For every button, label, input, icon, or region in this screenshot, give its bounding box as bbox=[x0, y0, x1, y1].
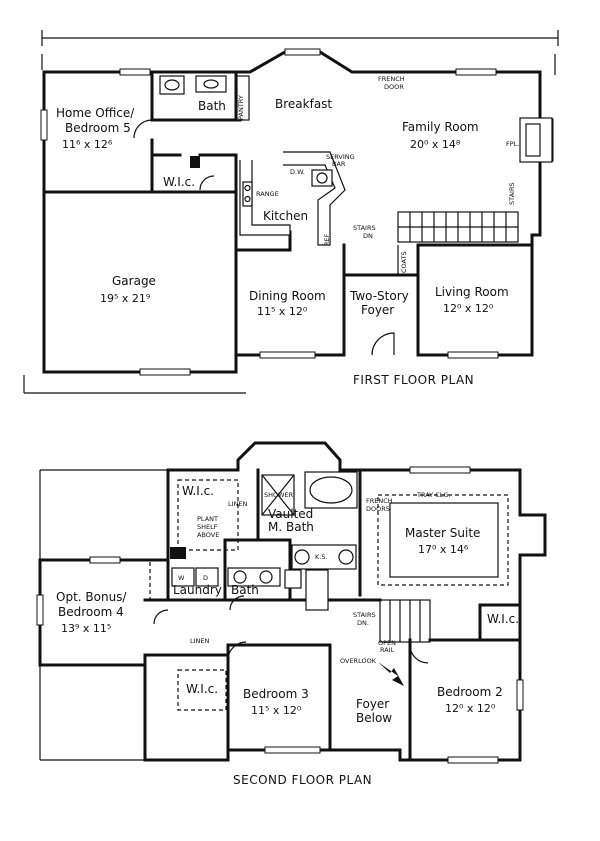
label-foyer-1: Two-Story bbox=[349, 289, 409, 303]
label-range: RANGE bbox=[256, 190, 279, 198]
overlook-arrow bbox=[378, 662, 404, 686]
label-ref: REF bbox=[323, 233, 331, 246]
label-vaulted-1: Vaulted bbox=[268, 507, 313, 521]
dryer bbox=[195, 567, 219, 587]
label-d: D bbox=[203, 574, 208, 582]
label-stairs-dn-1: STAIRS bbox=[353, 224, 376, 232]
label-linen-top: LINEN bbox=[228, 500, 248, 508]
label-linen-mid: LINEN bbox=[190, 637, 210, 645]
label-garage: Garage bbox=[112, 274, 156, 288]
closet-outline bbox=[177, 479, 239, 551]
tub bbox=[304, 471, 358, 509]
front-door-swing bbox=[371, 332, 395, 356]
label-plant-1: PLANT bbox=[197, 515, 218, 523]
first-floor-labels: Home Office/ Bedroom 5 11⁶ x 12⁶ Bath PA… bbox=[56, 75, 519, 387]
label-bedroom4: Bedroom 4 bbox=[58, 605, 124, 619]
label-coats: COATS bbox=[400, 251, 408, 273]
label-fpl: FPL. bbox=[506, 140, 519, 148]
label-plant-3: ABOVE bbox=[197, 531, 219, 539]
label-open-rail-2: RAIL bbox=[380, 646, 395, 654]
first-floor-title: FIRST FLOOR PLAN bbox=[353, 373, 474, 387]
tray-ceiling bbox=[377, 494, 509, 586]
dims-master-suite: 17⁰ x 14⁶ bbox=[418, 543, 469, 556]
label-living-room: Living Room bbox=[435, 285, 509, 299]
upper-stairs bbox=[379, 599, 431, 643]
hall-tub bbox=[305, 569, 329, 611]
label-family-room: Family Room bbox=[402, 120, 479, 134]
toilet bbox=[159, 75, 185, 95]
label-stairs-dn-up-1: STAIRS bbox=[353, 611, 376, 619]
hvac-block bbox=[190, 156, 200, 168]
label-overlook: OVERLOOK bbox=[340, 657, 377, 665]
label-laundry: Laundry bbox=[173, 583, 222, 597]
label-shower: SHOWER bbox=[264, 491, 294, 499]
label-vaulted-2: M. Bath bbox=[268, 520, 314, 534]
label-plant-2: SHELF bbox=[197, 523, 218, 531]
dims-bedroom4: 13⁹ x 11⁵ bbox=[61, 622, 111, 635]
dims-garage: 19⁵ x 21⁹ bbox=[100, 292, 150, 305]
label-breakfast: Breakfast bbox=[275, 97, 332, 111]
dims-living-room: 12⁰ x 12⁰ bbox=[443, 302, 494, 315]
label-french-door-2: DOOR bbox=[384, 83, 404, 91]
label-bedroom2: Bedroom 2 bbox=[437, 685, 503, 699]
label-wic-right: W.I.c. bbox=[487, 612, 519, 626]
label-stairs-dn-2: DN bbox=[363, 232, 373, 240]
label-stairs: STAIRS bbox=[508, 182, 516, 205]
label-tray-clg: TRAY CLG. bbox=[416, 491, 450, 499]
sink bbox=[195, 75, 227, 93]
label-wic: W.I.c. bbox=[163, 175, 195, 189]
second-floor-plan bbox=[36, 441, 547, 764]
label-serving-2: BAR bbox=[332, 160, 346, 168]
dims-bedroom2: 12⁰ x 12⁰ bbox=[445, 702, 496, 715]
dims-family-room: 20⁰ x 14⁸ bbox=[410, 138, 461, 151]
label-bedroom3: Bedroom 3 bbox=[243, 687, 309, 701]
label-bath: Bath bbox=[198, 99, 226, 113]
label-home-office: Home Office/ bbox=[56, 106, 135, 120]
label-serving-1: SERVING bbox=[326, 153, 355, 161]
label-bath-2: Bath bbox=[231, 583, 259, 597]
label-dw: D.W. bbox=[290, 168, 305, 176]
label-foyer-2: Foyer bbox=[361, 303, 394, 317]
label-pantry: PANTRY bbox=[237, 95, 245, 120]
label-open-rail-1: OPEN bbox=[378, 639, 396, 647]
label-opt-bonus: Opt. Bonus/ bbox=[56, 590, 127, 604]
washer bbox=[171, 567, 195, 587]
second-floor-title: SECOND FLOOR PLAN bbox=[233, 773, 372, 787]
label-foyer-below-2: Below bbox=[356, 711, 392, 725]
label-stairs-dn-up-2: DN. bbox=[357, 619, 369, 627]
stairs bbox=[397, 211, 519, 243]
fireplace bbox=[519, 117, 553, 163]
label-french-doors-2: DOORS bbox=[366, 505, 390, 513]
label-foyer-below-1: Foyer bbox=[356, 697, 389, 711]
label-wic-top: W.I.c. bbox=[182, 484, 214, 498]
label-master-suite: Master Suite bbox=[405, 526, 480, 540]
label-kitchen: Kitchen bbox=[263, 209, 308, 223]
second-floor-labels: W.I.c. LINEN SHOWER Vaulted M. Bath PLAN… bbox=[56, 484, 519, 787]
label-dining-room: Dining Room bbox=[249, 289, 326, 303]
dims-home-office: 11⁶ x 12⁶ bbox=[62, 138, 113, 151]
label-french-doors-1: FRENCH bbox=[366, 497, 393, 505]
dims-bedroom3: 11⁵ x 12⁰ bbox=[251, 704, 302, 717]
label-french-door-1: FRENCH bbox=[378, 75, 405, 83]
dims-dining-room: 11⁵ x 12⁰ bbox=[257, 305, 308, 318]
label-bedroom5: Bedroom 5 bbox=[65, 121, 131, 135]
label-w: W bbox=[178, 574, 185, 582]
first-floor-plan bbox=[23, 30, 559, 394]
label-ks: K.S. bbox=[315, 553, 328, 561]
label-wic-left: W.I.c. bbox=[186, 682, 218, 696]
